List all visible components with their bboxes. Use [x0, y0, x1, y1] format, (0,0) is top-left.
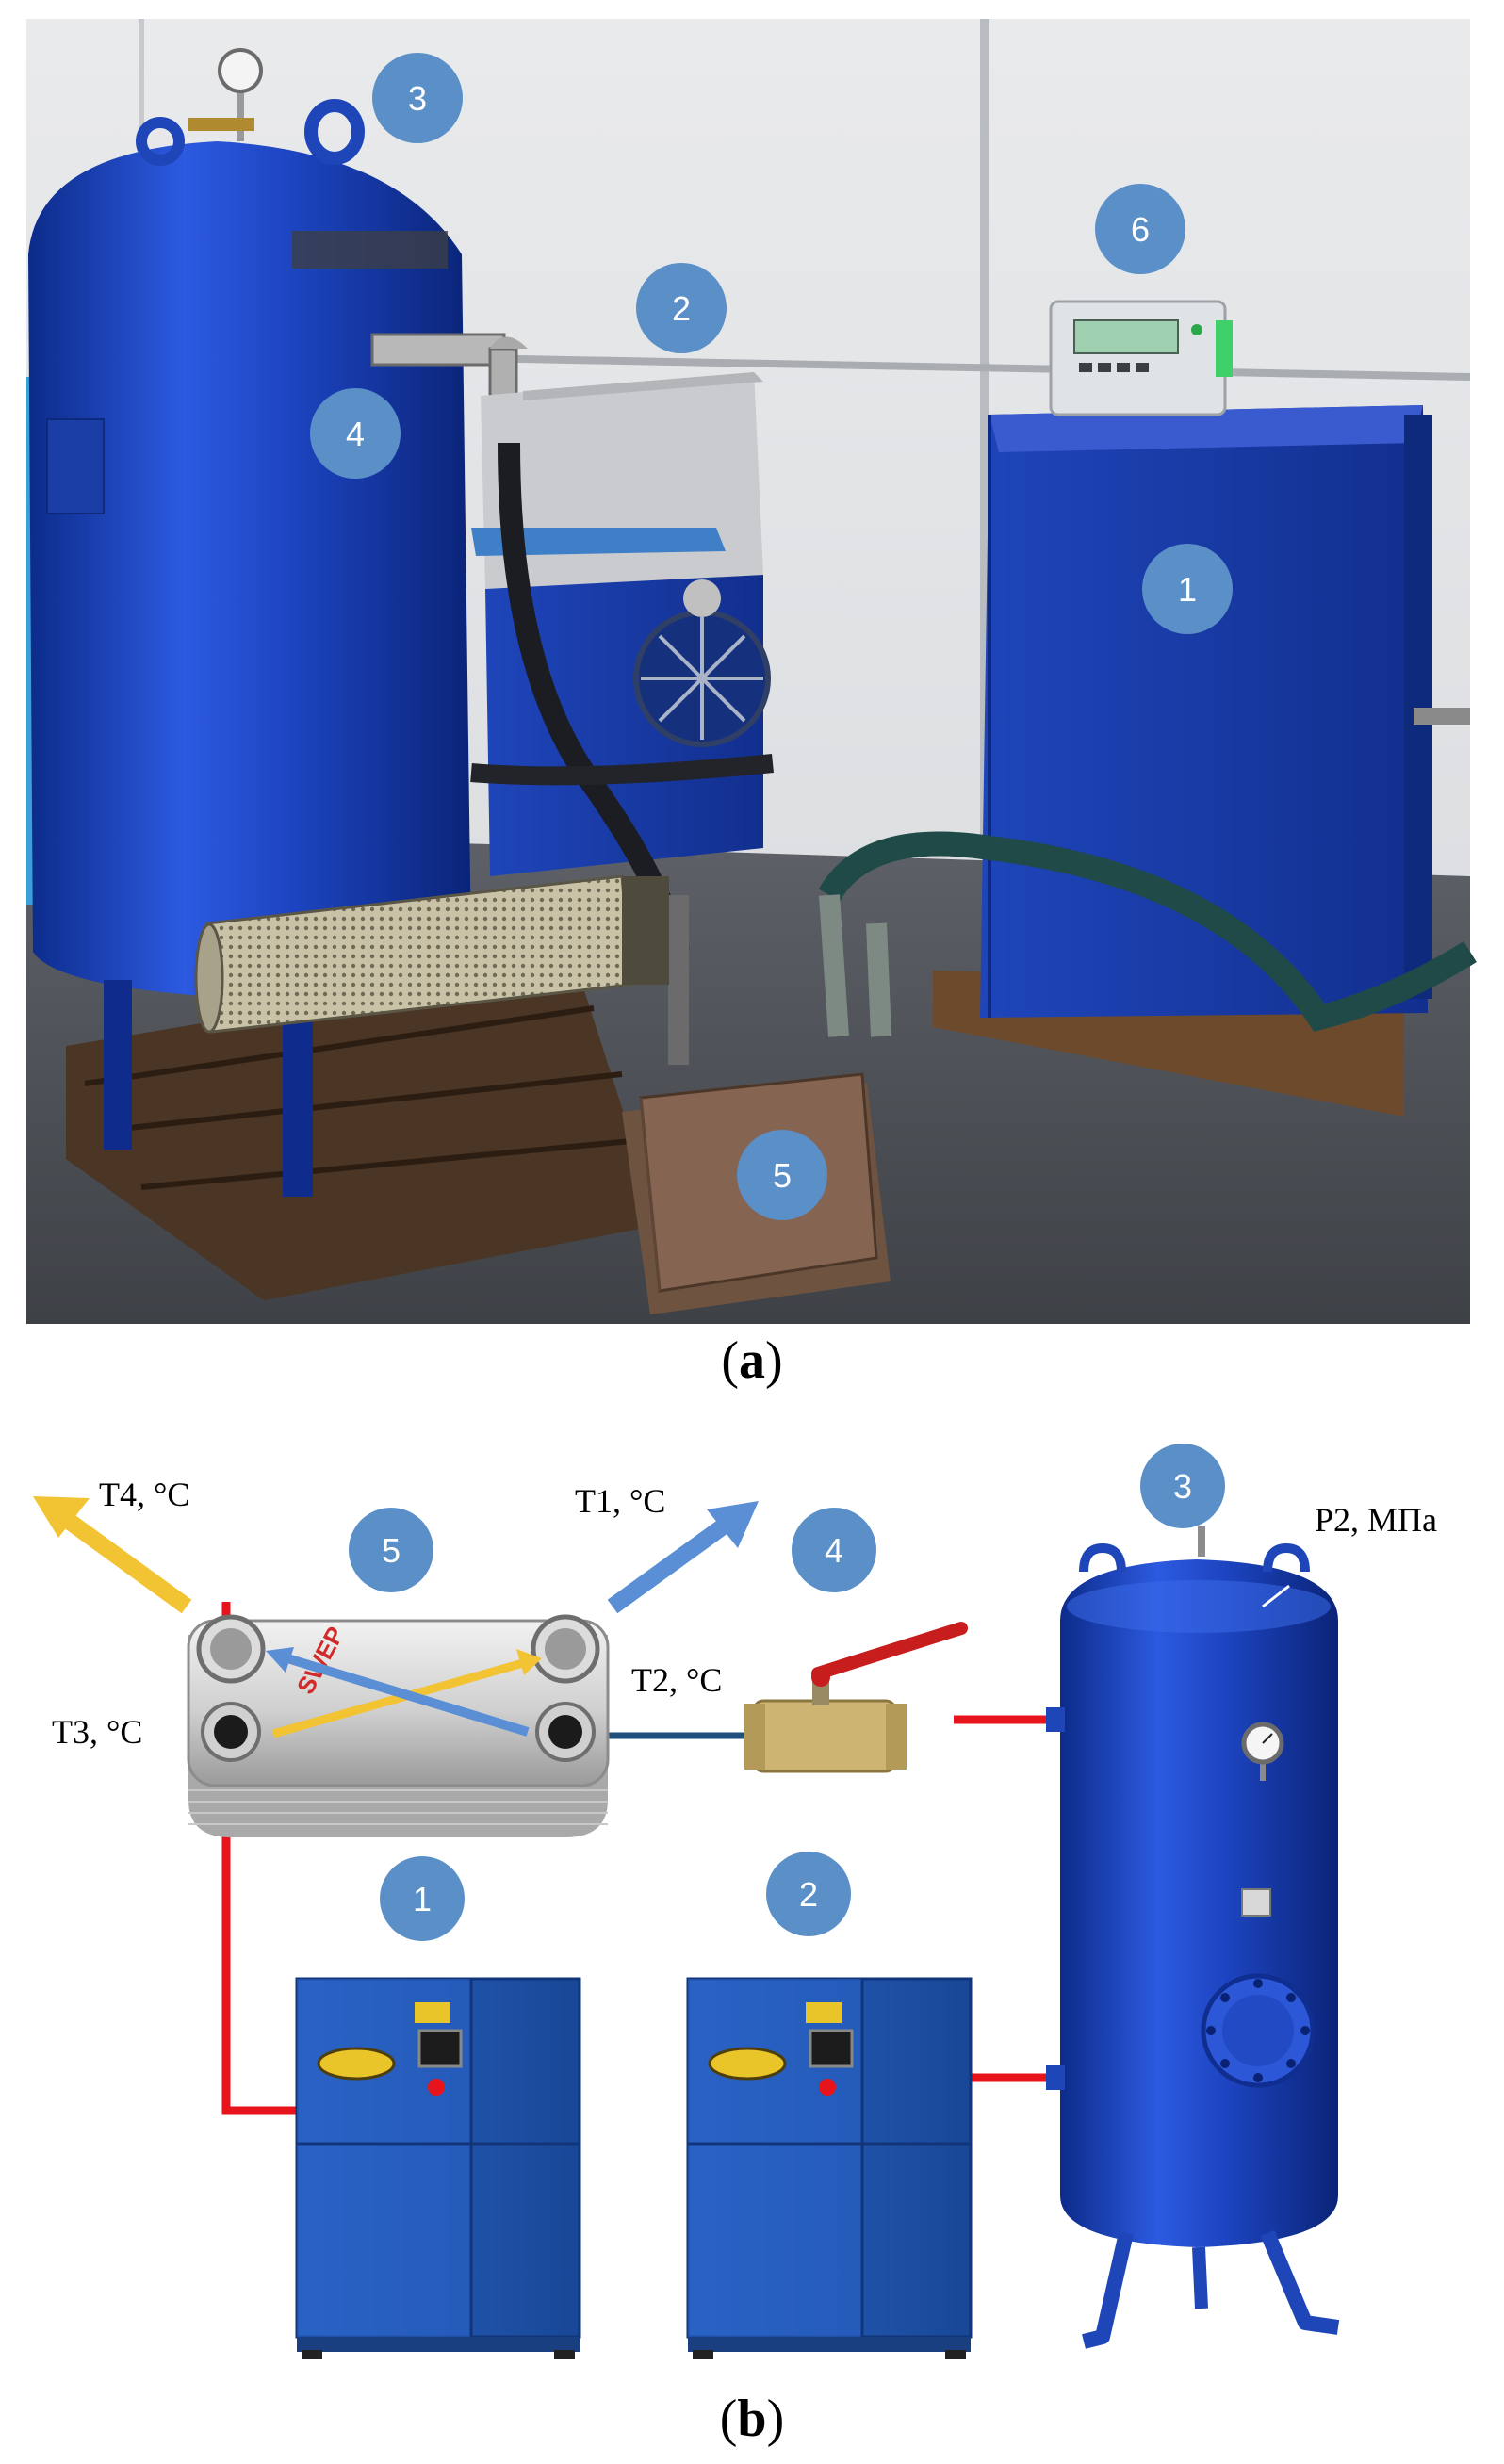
compressor-2-schematic [686, 1977, 973, 2359]
pallet-left [66, 961, 660, 1300]
badge-a-5: 5 [737, 1130, 827, 1220]
emergency-stop-icon [819, 2079, 836, 2096]
warning-label-icon [415, 2002, 450, 2023]
badge-a-6-label: 6 [1131, 210, 1150, 249]
display-screen-icon [417, 2029, 463, 2068]
receiver-tank-schematic [1046, 1526, 1340, 2349]
compressor-1-schematic [295, 1977, 581, 2359]
badge-a-1-label: 1 [1178, 570, 1197, 609]
label-p2: P2, МПа [1315, 1501, 1437, 1539]
badge-a-3: 3 [372, 53, 463, 143]
arrow-t1-out [607, 1501, 759, 1614]
label-t4: T4, °C [99, 1476, 189, 1513]
controller-photo [1049, 300, 1233, 416]
caption-a-letter: a [739, 1331, 765, 1390]
ball-valve-schematic [744, 1622, 968, 1773]
badge-a-2-label: 2 [672, 289, 691, 328]
badge-b-5-label: 5 [382, 1531, 401, 1570]
label-t1: T1, °C [575, 1482, 665, 1520]
badge-a-4: 4 [310, 388, 401, 479]
perforated-cylinder-photo [194, 874, 669, 1034]
pallet-slats [84, 1005, 642, 1190]
badge-b-1: 1 [380, 1856, 465, 1941]
caption-b: (b) [719, 2390, 785, 2448]
badge-a-4-label: 4 [346, 415, 365, 453]
pressure-gauge-icon [218, 48, 263, 93]
flow-arrow-blue-internal [286, 1654, 530, 1737]
nameplate [1241, 1888, 1271, 1917]
control-panel-icon [1073, 319, 1179, 354]
dryer-photo [471, 372, 771, 876]
manhole-flange [1201, 1973, 1316, 2088]
warning-label-icon [806, 2002, 842, 2023]
fittings [819, 894, 891, 1037]
badge-b-4-label: 4 [825, 1531, 843, 1570]
badge-b-2-label: 2 [799, 1875, 818, 1914]
panel-b-schematic: SWEP [33, 1444, 1437, 2359]
brand-logo-icon [317, 2047, 396, 2081]
port-top-right [531, 1614, 600, 1684]
flow-arrow-yellow-head [516, 1649, 542, 1675]
heat-exchanger-schematic: SWEP [187, 1614, 610, 1837]
display-screen-icon [809, 2029, 854, 2068]
port-bottom-left [201, 1702, 261, 1762]
label-t3: T3, °C [52, 1713, 142, 1751]
badge-b-1-label: 1 [413, 1880, 432, 1918]
port-top-left [196, 1614, 266, 1684]
port-bottom-right [535, 1702, 596, 1762]
label-t2: T2, °C [631, 1661, 722, 1699]
badge-b-3-label: 3 [1173, 1467, 1192, 1506]
badge-a-2: 2 [636, 263, 727, 353]
badge-a-5-label: 5 [773, 1156, 792, 1195]
badge-a-6: 6 [1095, 184, 1185, 274]
frame-bar [470, 354, 1471, 381]
panel-a-photo: 1 2 3 4 5 6 [26, 19, 1477, 1324]
caption-a: (a) [721, 1331, 783, 1390]
flow-arrow-yellow-internal [271, 1658, 525, 1738]
arrow-t4-out [33, 1496, 192, 1614]
badge-a-1: 1 [1142, 544, 1233, 634]
badge-b-4: 4 [792, 1508, 876, 1592]
hose-green [818, 831, 1477, 1032]
badge-b-3: 3 [1140, 1444, 1225, 1528]
badge-b-2: 2 [766, 1852, 851, 1936]
p2-leader-line [1262, 1584, 1290, 1608]
emergency-stop-icon [428, 2079, 445, 2096]
brand-logo-icon [708, 2047, 787, 2081]
badge-b-5: 5 [349, 1508, 433, 1592]
caption-b-letter: b [737, 2390, 767, 2448]
hose-black [470, 754, 774, 786]
flow-arrow-blue-head [266, 1647, 294, 1673]
badge-a-3-label: 3 [408, 79, 427, 118]
